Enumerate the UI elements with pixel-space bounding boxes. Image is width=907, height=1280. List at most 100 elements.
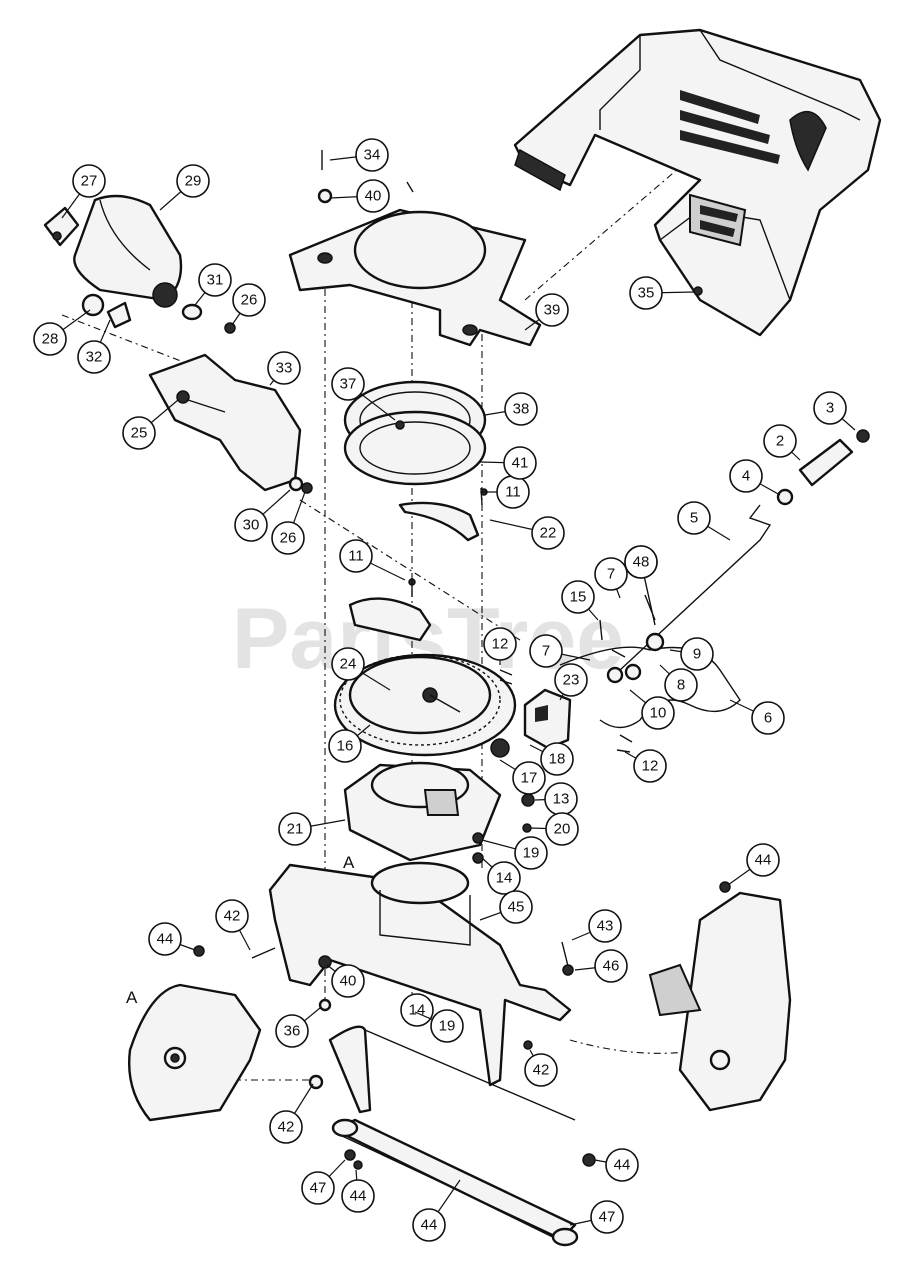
callout-47: 47 [301, 1159, 346, 1205]
callout-circle [499, 890, 533, 924]
side-plate-right [648, 891, 792, 1112]
callout-number: 23 [563, 672, 580, 689]
callout-45: 45 [479, 890, 533, 924]
callout-23: 23 [554, 663, 588, 701]
callout-43: 43 [571, 909, 622, 943]
callout-number: 15 [570, 589, 587, 606]
callout-35: 35 [629, 276, 696, 310]
callout-number: 14 [496, 870, 513, 887]
callout-number: 13 [553, 791, 570, 808]
chute-mounting-plate [288, 208, 542, 347]
callout-circle [339, 539, 373, 573]
chute-base [343, 761, 502, 864]
auger-housing [268, 861, 576, 1121]
callout-number: 12 [642, 758, 659, 775]
callout-circle [269, 1110, 303, 1144]
callout-37: 37 [331, 367, 396, 421]
callout-circle [271, 521, 305, 555]
callout-number: 42 [278, 1119, 295, 1136]
callout-circle [122, 416, 156, 450]
callout-14: 14 [481, 857, 521, 895]
callout-circle [677, 501, 711, 535]
callout-circle [176, 164, 210, 198]
callout-number: 4 [742, 468, 750, 485]
callout-44: 44 [727, 843, 780, 886]
callout-circle [624, 545, 658, 579]
callout-number: 38 [513, 401, 530, 418]
callout-circle [148, 922, 182, 956]
callout-circle [328, 729, 362, 763]
callout-circle [633, 749, 667, 783]
view-letter-a-top: A [343, 853, 355, 872]
callout-number: 47 [310, 1180, 327, 1197]
callout-number: 11 [505, 484, 521, 501]
gear-bracket [490, 688, 572, 833]
callout-number: 12 [492, 636, 509, 653]
chute-deflector [43, 194, 236, 334]
callout-number: 44 [755, 852, 772, 869]
callout-circle [529, 634, 563, 668]
callout-circle [590, 1200, 624, 1234]
callout-19: 19 [414, 1009, 464, 1043]
callout-number: 27 [81, 173, 98, 190]
callout-circle [763, 424, 797, 458]
callout-circle [275, 1014, 309, 1048]
shave-plate [331, 1118, 579, 1247]
chute-rings [343, 380, 487, 486]
callout-number: 48 [633, 554, 650, 571]
callout-number: 37 [340, 376, 357, 393]
callout-circle [331, 647, 365, 681]
callout-38: 38 [484, 392, 538, 426]
side-plate-left [128, 983, 262, 1122]
callout-number: 41 [512, 455, 529, 472]
callout-circle [535, 293, 569, 327]
callout-circle [72, 164, 106, 198]
callout-circle [664, 668, 698, 702]
callout-number: 11 [348, 548, 364, 565]
callout-number: 8 [677, 677, 685, 694]
callout-circle [514, 836, 548, 870]
callout-16: 16 [328, 724, 371, 763]
callout-21: 21 [278, 812, 346, 846]
callout-circle [355, 138, 389, 172]
callout-number: 46 [603, 958, 620, 975]
callout-circle [412, 1208, 446, 1242]
callout-circle [540, 742, 574, 776]
callout-6: 6 [729, 699, 785, 735]
callout-7: 7 [529, 634, 591, 668]
callout-number: 19 [523, 845, 540, 862]
callout-number: 40 [340, 973, 357, 990]
callout-8: 8 [659, 664, 698, 702]
engine-shroud [513, 28, 882, 337]
callout-number: 26 [280, 530, 297, 547]
callout-number: 6 [764, 710, 772, 727]
callout-20: 20 [529, 812, 579, 846]
callout-circle [278, 812, 312, 846]
callout-circle [234, 508, 268, 542]
callout-44: 44 [148, 922, 196, 956]
callout-number: 39 [544, 302, 561, 319]
callout-number: 26 [241, 292, 258, 309]
lower-chute [148, 353, 313, 494]
callout-39: 39 [524, 293, 569, 331]
callout-number: 29 [185, 173, 202, 190]
callout-17: 17 [499, 759, 546, 795]
callout-2: 2 [763, 424, 801, 461]
callout-number: 10 [650, 705, 667, 722]
callout-47: 47 [569, 1200, 624, 1234]
callout-14: 14 [400, 993, 434, 1027]
callout-circle [331, 964, 365, 998]
callout-circle [531, 516, 565, 550]
callout-circle [561, 580, 595, 614]
callout-number: 19 [439, 1018, 456, 1035]
callout-11: 11 [339, 539, 406, 581]
callout-circle [430, 1009, 464, 1043]
callout-13: 13 [534, 782, 578, 816]
callout-26: 26 [231, 283, 266, 326]
callout-circle [554, 663, 588, 697]
callout-41: 41 [479, 446, 537, 480]
callout-circle [746, 843, 780, 877]
callout-number: 44 [614, 1157, 631, 1174]
ring-gear [333, 653, 517, 757]
